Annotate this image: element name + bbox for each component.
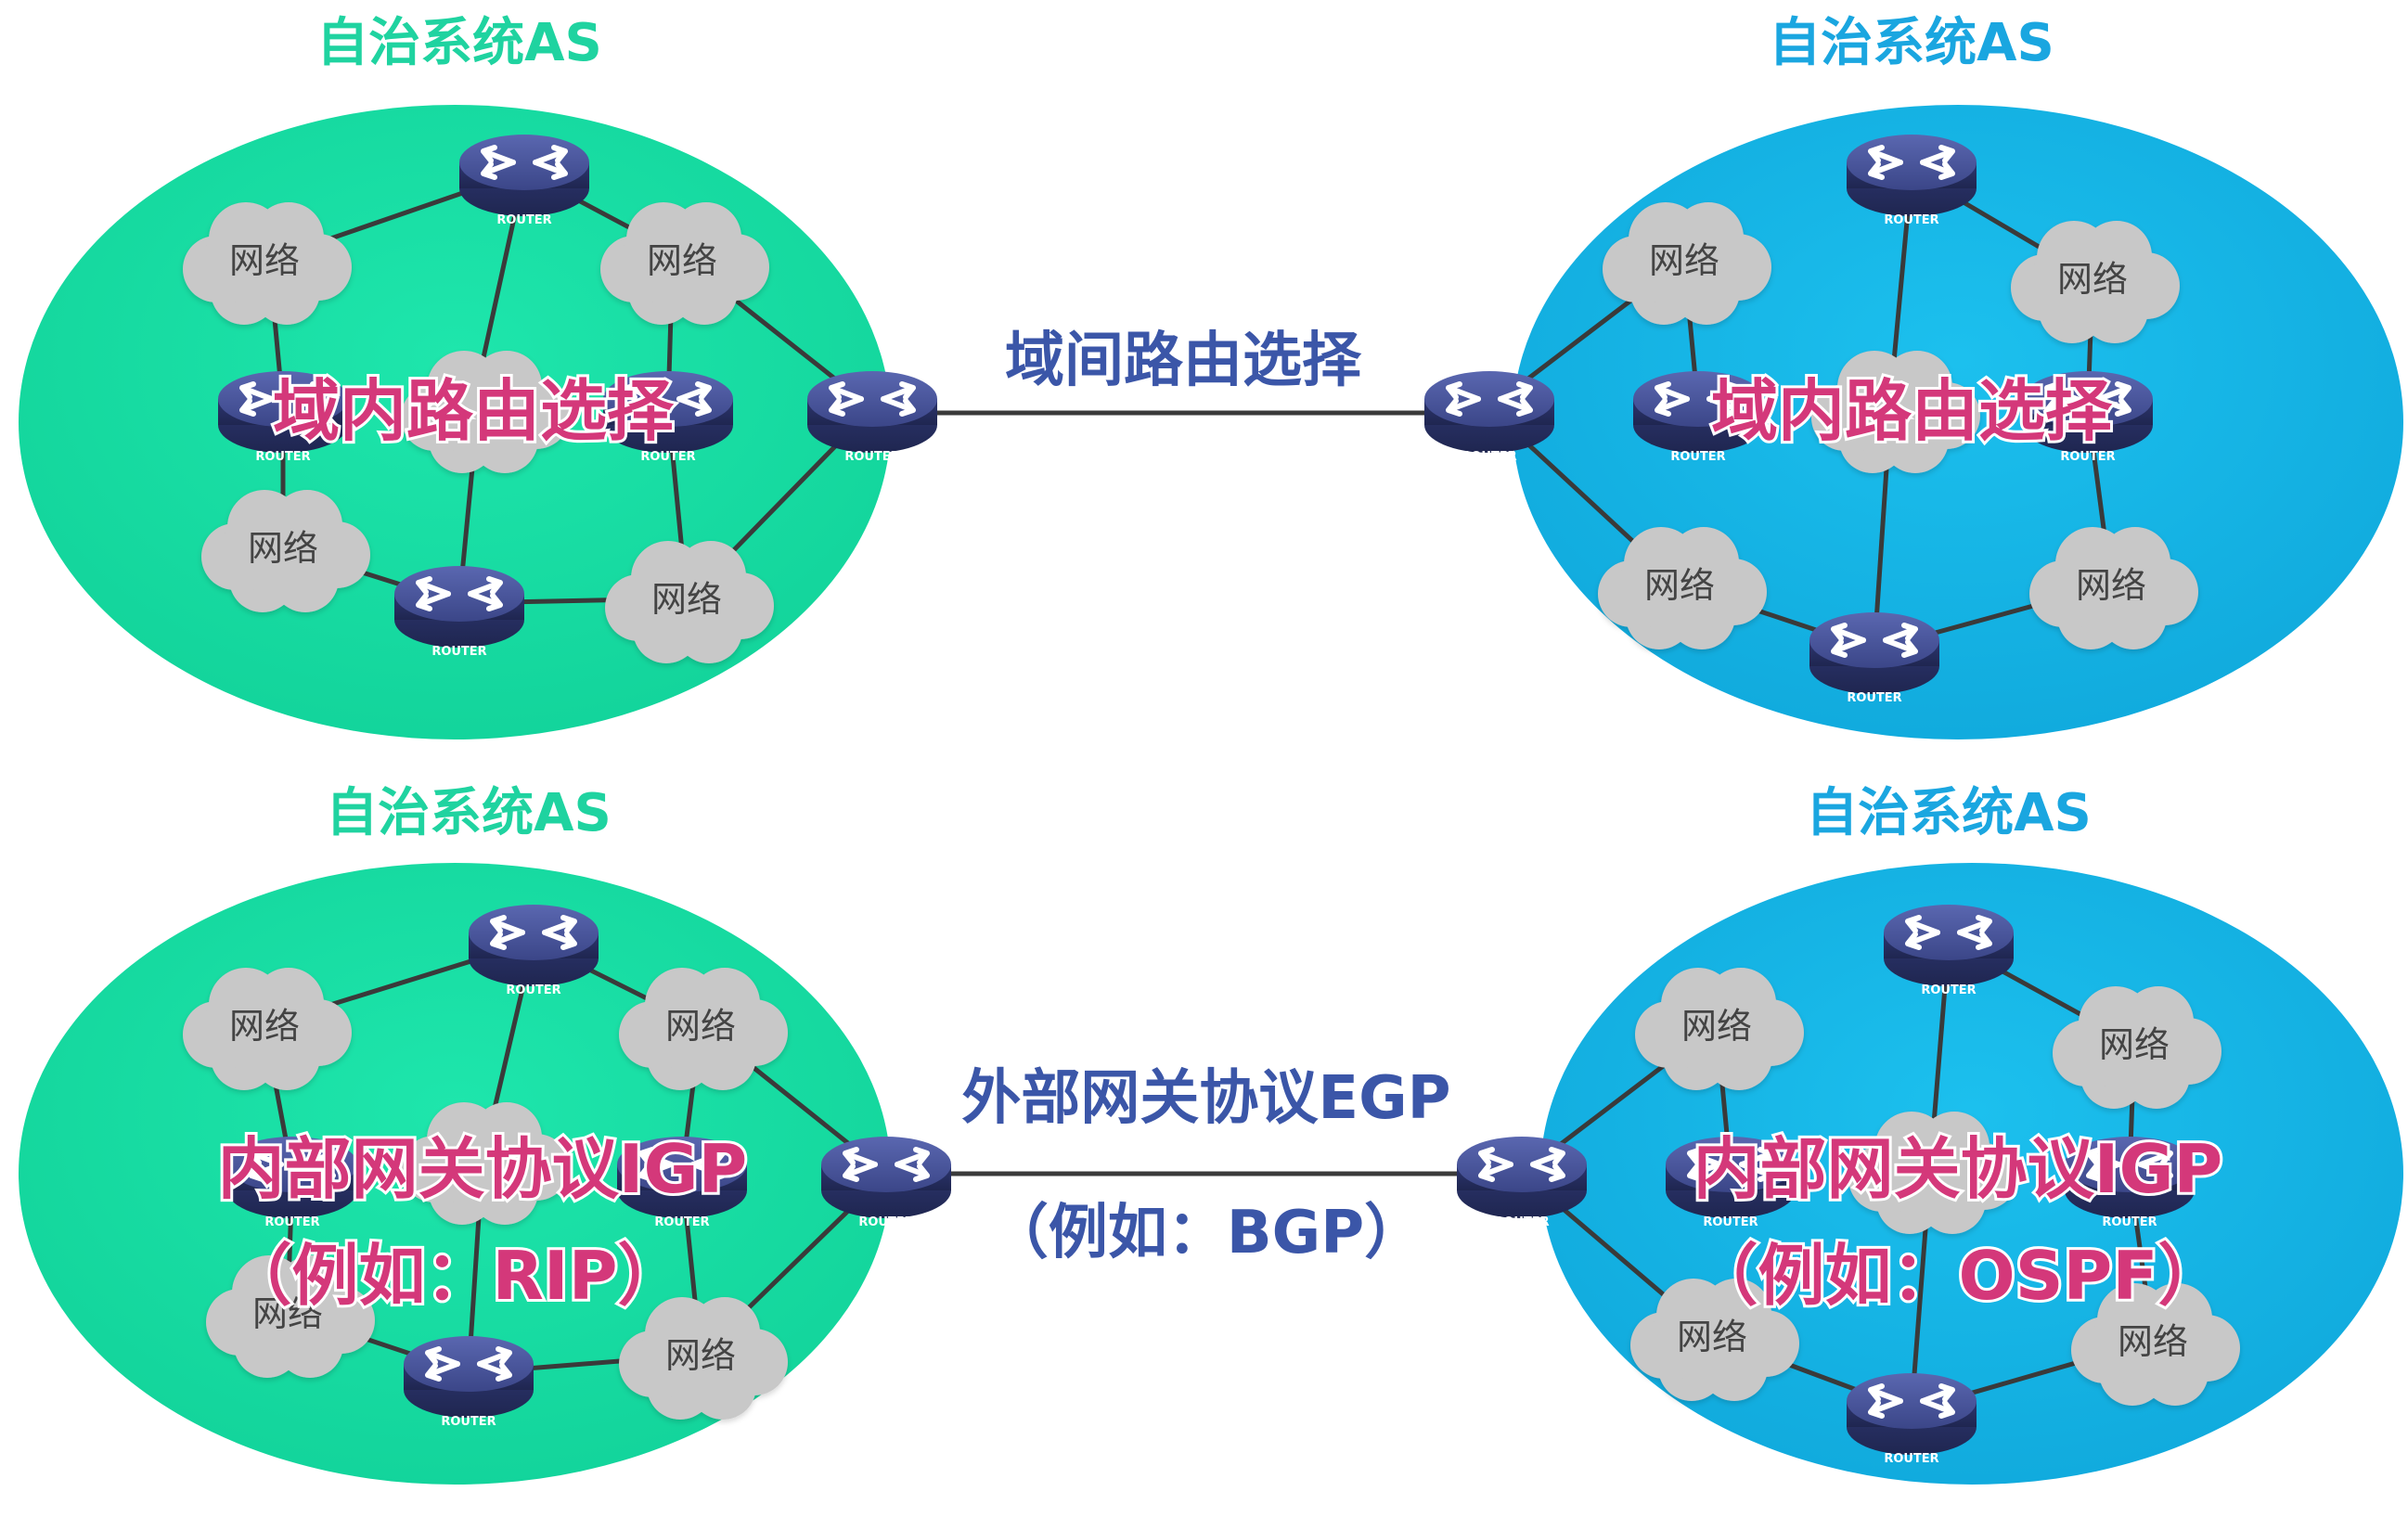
cloud-icon: 网络 [206, 1255, 375, 1378]
router-label: ROUTER [1884, 1452, 1938, 1466]
router-icon: ROUTER [1666, 1137, 1796, 1229]
router-label: ROUTER [2060, 450, 2115, 464]
network-label: 网络 [1677, 1317, 1747, 1357]
router-icon: ROUTER [459, 135, 589, 227]
cloud-icon: 网络 [2053, 986, 2221, 1109]
network-label: 网络 [2076, 565, 2146, 606]
network-label: 网络 [651, 579, 722, 620]
bottom-left-igp-example: （例如：RIP） [225, 1237, 684, 1315]
top-right-networks: 网络 网络 网络 网络 [1598, 202, 2198, 649]
router-icon: ROUTER [1633, 371, 1763, 464]
network-label: 网络 [229, 240, 300, 281]
router-icon: ROUTER [404, 1336, 534, 1429]
network-label: 网络 [665, 1006, 736, 1047]
router-icon: ROUTER [227, 1137, 357, 1229]
bottom-right-networks: 网络 网络 网络 网络 [1630, 968, 2240, 1406]
router-icon: ROUTER [1884, 905, 2014, 997]
network-label: 网络 [1681, 1006, 1752, 1047]
cloud-icon: 网络 [605, 541, 774, 663]
router-label: ROUTER [1884, 213, 1938, 227]
network-label: 网络 [252, 1293, 323, 1334]
router-icon: ROUTER [603, 371, 733, 464]
cloud-icon: 网络 [183, 202, 352, 325]
router-label: ROUTER [844, 450, 899, 464]
router-icon: ROUTER [807, 371, 937, 464]
bottom-left-igp-label: 内部网关协议IGP [218, 1130, 748, 1208]
router-label: ROUTER [1921, 983, 1976, 997]
network-label: 网络 [665, 1335, 736, 1376]
router-icon: ROUTER [2065, 1137, 2195, 1229]
top-inter-domain-label: 域间路由选择 [1005, 327, 1362, 395]
router-label: ROUTER [654, 1215, 709, 1229]
router-icon: ROUTER [617, 1137, 747, 1229]
bottom-right-igp-example: （例如：OSPF） [1691, 1237, 2224, 1315]
top-right-routers: ROUTER ROUTER ROUTER ROUTER ROUTER [1424, 135, 2153, 705]
router-label: ROUTER [264, 1215, 319, 1229]
cloud-icon: 网络 [183, 968, 352, 1090]
cloud-icon: 网络 [2011, 221, 2180, 343]
router-label: ROUTER [441, 1415, 496, 1429]
router-label: ROUTER [1847, 691, 1901, 705]
router-icon: ROUTER [469, 905, 599, 997]
bottom-left-routers: ROUTER ROUTER ROUTER ROUTER ROUTER [227, 905, 951, 1429]
network-label: 网络 [2118, 1321, 2188, 1362]
bottom-right-as-title: 自治系统AS [1806, 783, 2092, 843]
router-icon: ROUTER [1847, 135, 1977, 227]
bottom-egp-label: 外部网关协议EGP [961, 1064, 1450, 1133]
router-label: ROUTER [1670, 450, 1725, 464]
router-icon: ROUTER [394, 566, 524, 659]
top-left-networks: 网络 网络 网络 网络 [183, 202, 774, 663]
bottom-row: 自治系统AS 自治系统AS [19, 783, 2403, 1485]
router-icon: ROUTER [1809, 612, 1939, 705]
network-label: 网络 [2099, 1024, 2170, 1065]
network-label: 网络 [229, 1006, 300, 1047]
router-label: ROUTER [1462, 450, 1516, 464]
router-label: ROUTER [496, 213, 551, 227]
cloud-icon: 网络 [1630, 1279, 1799, 1401]
router-label: ROUTER [255, 450, 310, 464]
network-label: 网络 [2057, 259, 2128, 300]
bottom-right-igp-label: 内部网关协议IGP [1693, 1130, 2223, 1208]
cloud-icon: 网络 [1603, 202, 1771, 325]
cloud-icon: 网络 [1635, 968, 1804, 1090]
router-label: ROUTER [506, 983, 560, 997]
network-label: 网络 [248, 528, 318, 569]
bottom-egp-example: （例如：BGP） [989, 1199, 1423, 1267]
cloud-icon: 网络 [201, 490, 370, 612]
cloud-icon: 网络 [619, 968, 788, 1090]
cloud-icon: 网络 [600, 202, 769, 325]
bottom-left-networks: 网络 网络 网络 网络 [183, 968, 788, 1420]
router-label: ROUTER [2102, 1215, 2157, 1229]
top-row: 自治系统AS 自治系统AS [19, 13, 2403, 739]
top-right-as-title: 自治系统AS [1769, 13, 2054, 73]
network-label: 网络 [1644, 565, 1715, 606]
router-icon: ROUTER [1847, 1373, 1977, 1466]
bottom-left-as-title: 自治系统AS [326, 783, 612, 843]
router-label: ROUTER [640, 450, 695, 464]
top-left-intra-domain-label: 域内路由选择 [273, 372, 675, 450]
network-label: 网络 [1649, 240, 1719, 281]
router-label: ROUTER [431, 645, 486, 659]
cloud-icon: 网络 [619, 1297, 788, 1420]
router-icon: ROUTER [1457, 1137, 1587, 1229]
router-label: ROUTER [858, 1215, 913, 1229]
router-label: ROUTER [1703, 1215, 1758, 1229]
top-right-intra-domain-label: 域内路由选择 [1711, 372, 2113, 450]
router-icon: ROUTER [2023, 371, 2153, 464]
bottom-right-routers: ROUTER ROUTER ROUTER ROUTER ROUTER [1457, 905, 2195, 1466]
router-icon: ROUTER [821, 1137, 951, 1229]
network-label: 网络 [647, 240, 717, 281]
router-icon: ROUTER [218, 371, 348, 464]
top-left-routers: ROUTER ROUTER ROUTER ROUTER ROUTER [218, 135, 937, 659]
cloud-icon: 网络 [2071, 1283, 2240, 1406]
cloud-icon: 网络 [1598, 527, 1767, 649]
top-left-as-title: 自治系统AS [316, 13, 602, 73]
cloud-icon: 网络 [2029, 527, 2198, 649]
router-icon: ROUTER [1424, 371, 1554, 464]
router-label: ROUTER [1494, 1215, 1549, 1229]
